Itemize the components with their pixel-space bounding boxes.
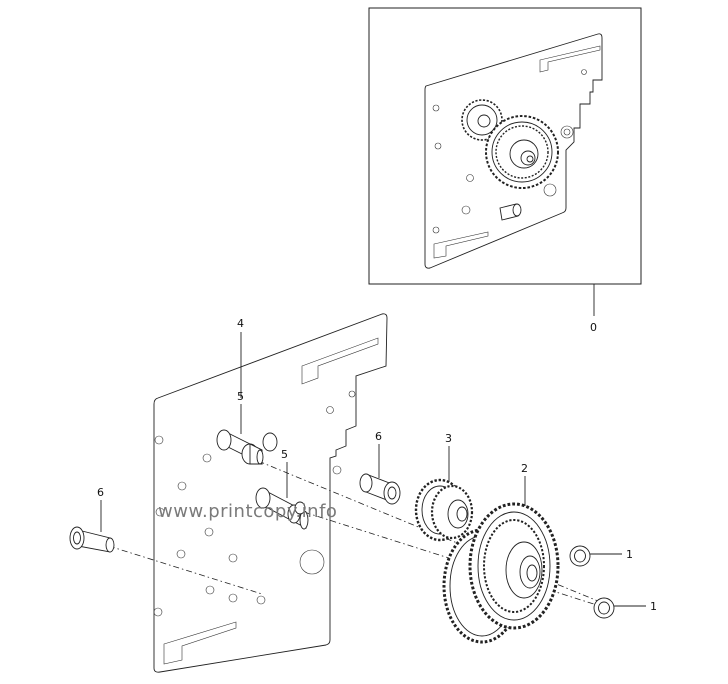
callout-gear-small: 3 bbox=[445, 432, 452, 445]
bushing-left bbox=[69, 526, 115, 553]
inset-large-gear bbox=[485, 115, 559, 189]
callout-assembly: 0 bbox=[590, 321, 597, 334]
callout-washer-upper: 1 bbox=[626, 548, 633, 561]
inset-small-gear bbox=[461, 99, 503, 141]
callout-bushing-left: 6 bbox=[97, 486, 104, 499]
assembly-inset bbox=[368, 7, 642, 285]
centerline-lower bbox=[265, 499, 601, 607]
callout-bushing-right: 6 bbox=[375, 430, 382, 443]
gear-small bbox=[414, 478, 474, 542]
gear-large bbox=[442, 502, 560, 644]
washer-upper bbox=[569, 545, 591, 567]
callout-shaft-upper: 5 bbox=[237, 390, 244, 403]
callout-washer-lower: 1 bbox=[650, 600, 657, 613]
washer-lower bbox=[593, 597, 615, 619]
centerline-left bbox=[95, 541, 263, 595]
watermark: www.printcopy.info bbox=[158, 501, 337, 522]
callout-gear-large: 2 bbox=[521, 462, 528, 475]
bushing-right bbox=[359, 473, 401, 505]
shaft-upper bbox=[216, 429, 278, 465]
inset-shaft bbox=[499, 203, 522, 221]
callout-shaft-lower: 5 bbox=[281, 448, 288, 461]
callout-plate: 4 bbox=[237, 317, 244, 330]
side-plate bbox=[153, 313, 388, 673]
inset-plate bbox=[424, 33, 603, 269]
shaft-lower bbox=[255, 487, 309, 530]
